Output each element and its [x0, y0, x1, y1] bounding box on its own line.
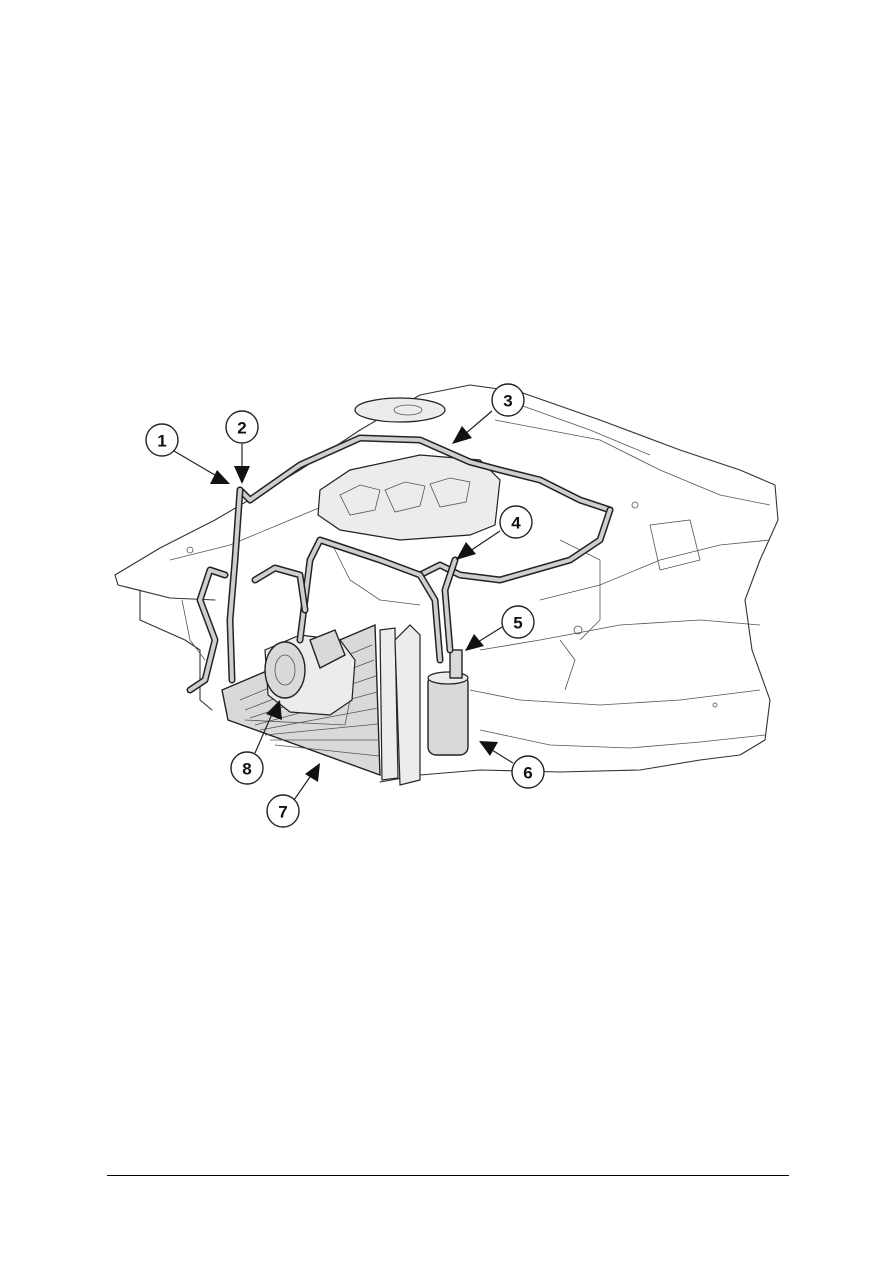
- callout-1: 1: [145, 423, 179, 457]
- callout-4: 4: [499, 505, 533, 539]
- callout-3: 3: [491, 383, 525, 417]
- callout-3-label: 3: [503, 392, 512, 411]
- callout-8-label: 8: [242, 760, 251, 779]
- callout-4-label: 4: [511, 514, 521, 533]
- callout-leaders: [173, 410, 514, 801]
- callout-7: 7: [266, 794, 300, 828]
- callout-2-label: 2: [237, 419, 246, 438]
- callout-7-label: 7: [278, 803, 287, 822]
- refrigerant-hoses: [186, 434, 614, 694]
- engine-block: [317, 397, 501, 606]
- callout-1-label: 1: [157, 432, 166, 451]
- callout-6: 6: [511, 755, 545, 789]
- footer-rule: [107, 1175, 789, 1176]
- callout-5: 5: [501, 605, 535, 639]
- compressor: [244, 629, 356, 726]
- callout-2: 2: [225, 410, 259, 444]
- callout-5-label: 5: [513, 614, 522, 633]
- receiver-drier: [427, 649, 469, 756]
- callout-6-label: 6: [523, 764, 532, 783]
- callout-8: 8: [230, 751, 264, 785]
